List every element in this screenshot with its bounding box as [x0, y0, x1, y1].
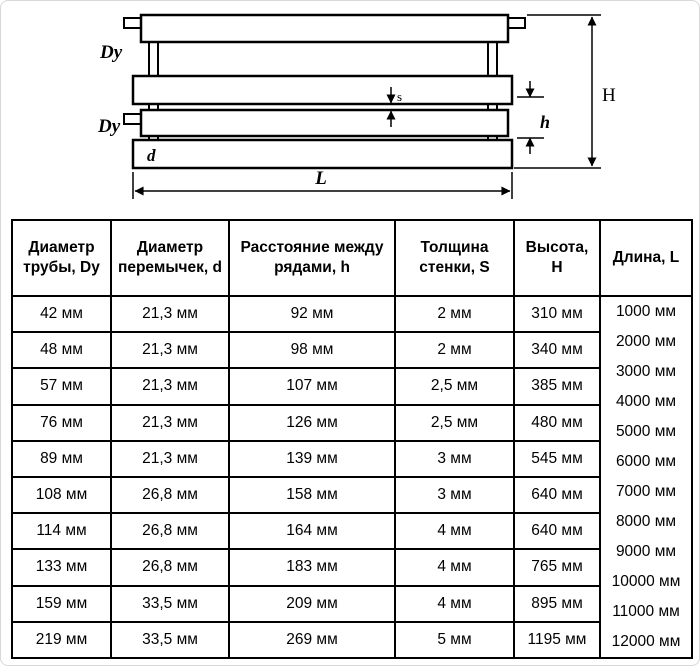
length-value: 3000 мм [615, 363, 677, 380]
length-value: 10000 мм [611, 573, 681, 590]
register-drawing: H h s L Dy Dy d [97, 13, 616, 199]
table-cell: 33,5 мм [110, 584, 230, 623]
table-cell: 480 мм [513, 403, 601, 442]
dim-h-label: h [540, 112, 550, 132]
table-cell: 1195 мм [513, 620, 601, 660]
table-cell: 310 мм [513, 294, 601, 334]
length-value: 6000 мм [615, 453, 677, 470]
header-length: Длина, L [599, 219, 693, 297]
table-cell: 545 мм [513, 439, 601, 478]
table-cell: 895 мм [513, 584, 601, 623]
table-cell: 21,3 мм [110, 439, 230, 478]
pipe-row-4 [131, 138, 514, 170]
label-d: d [147, 146, 156, 165]
table-cell: 21,3 мм [110, 294, 230, 334]
table-cell: 139 мм [228, 439, 396, 478]
length-value: 4000 мм [615, 393, 677, 410]
table-cell: 2,5 мм [394, 403, 515, 442]
table-cell: 765 мм [513, 548, 601, 587]
label-dy-top: Dy [99, 42, 123, 63]
table-cell: 4 мм [394, 512, 515, 551]
table-cell: 183 мм [228, 548, 396, 587]
table-cell: 2,5 мм [394, 367, 515, 406]
pipe-stub-top-left [123, 17, 142, 29]
table-cell: 209 мм [228, 584, 396, 623]
table-cell: 21,3 мм [110, 403, 230, 442]
table-cell: 159 мм [11, 584, 112, 623]
table-cell: 340 мм [513, 331, 601, 370]
table-cell: 4 мм [394, 548, 515, 587]
dim-H-label: H [602, 85, 616, 106]
spec-table: Диаметр трубы, Dy Диаметр перемычек, d Р… [11, 219, 693, 660]
table-cell: 76 мм [11, 403, 112, 442]
pipe-row-1 [139, 13, 510, 44]
table-cell: 3 мм [394, 475, 515, 515]
table-cell: 26,8 мм [110, 548, 230, 587]
dim-s-label: s [397, 89, 402, 104]
table-cell: 640 мм [513, 475, 601, 515]
table-cell: 114 мм [11, 512, 112, 551]
dim-L-label: L [314, 168, 327, 189]
jumper-left-1 [148, 41, 159, 77]
length-value: 9000 мм [615, 543, 677, 560]
pipe-stub-mid-left [123, 113, 142, 125]
length-value: 7000 мм [615, 483, 677, 500]
table-cell: 164 мм [228, 512, 396, 551]
table-cell: 89 мм [11, 439, 112, 478]
table-cell: 269 мм [228, 620, 396, 660]
table-cell: 57 мм [11, 367, 112, 406]
table-cell: 92 мм [228, 294, 396, 334]
table-cell: 26,8 мм [110, 512, 230, 551]
table-cell: 2 мм [394, 331, 515, 370]
header-pipe-diameter: Диаметр трубы, Dy [11, 219, 112, 297]
length-value: 11000 мм [612, 603, 680, 620]
jumper-right-1 [487, 41, 498, 77]
length-value: 12000 мм [611, 633, 681, 650]
header-row: Диаметр трубы, Dy Диаметр перемычек, d Р… [11, 219, 693, 297]
table-cell: 107 мм [228, 367, 396, 406]
table-cell: 5 мм [394, 620, 515, 660]
length-column-cell: 1000 мм 2000 мм 3000 мм 4000 мм 5000 мм 6000 … [599, 295, 693, 659]
header-jumper-diameter: Диаметр перемычек, d [110, 219, 230, 297]
pipe-row-3 [139, 108, 510, 138]
table-cell: 33,5 мм [110, 620, 230, 660]
length-value: 5000 мм [615, 423, 677, 440]
pipe-stub-top-right [507, 17, 526, 29]
table-cell: 126 мм [228, 403, 396, 442]
table-cell: 98 мм [228, 331, 396, 370]
length-value: 1000 мм [615, 303, 677, 320]
table-cell: 48 мм [11, 331, 112, 370]
table-cell: 158 мм [228, 475, 396, 515]
length-value: 8000 мм [615, 513, 677, 530]
table-cell: 21,3 мм [110, 367, 230, 406]
pipe-row-2 [131, 74, 514, 106]
table-cell: 219 мм [11, 620, 112, 660]
table-cell: 2 мм [394, 294, 515, 334]
table-cell: 21,3 мм [110, 331, 230, 370]
table-cell: 640 мм [513, 512, 601, 551]
table-cell: 42 мм [11, 294, 112, 334]
header-row-spacing: Расстояние между рядами, h [228, 219, 396, 297]
table-cell: 4 мм [394, 584, 515, 623]
table-cell: 133 мм [11, 548, 112, 587]
label-dy-mid: Dy [97, 116, 121, 137]
header-height: Высота, H [513, 219, 601, 297]
table-cell: 3 мм [394, 439, 515, 478]
table-cell: 385 мм [513, 367, 601, 406]
header-wall-thickness: Толщина стенки, S [394, 219, 515, 297]
table-cell: 26,8 мм [110, 475, 230, 515]
table-cell: 108 мм [11, 475, 112, 515]
length-value: 2000 мм [615, 333, 677, 350]
